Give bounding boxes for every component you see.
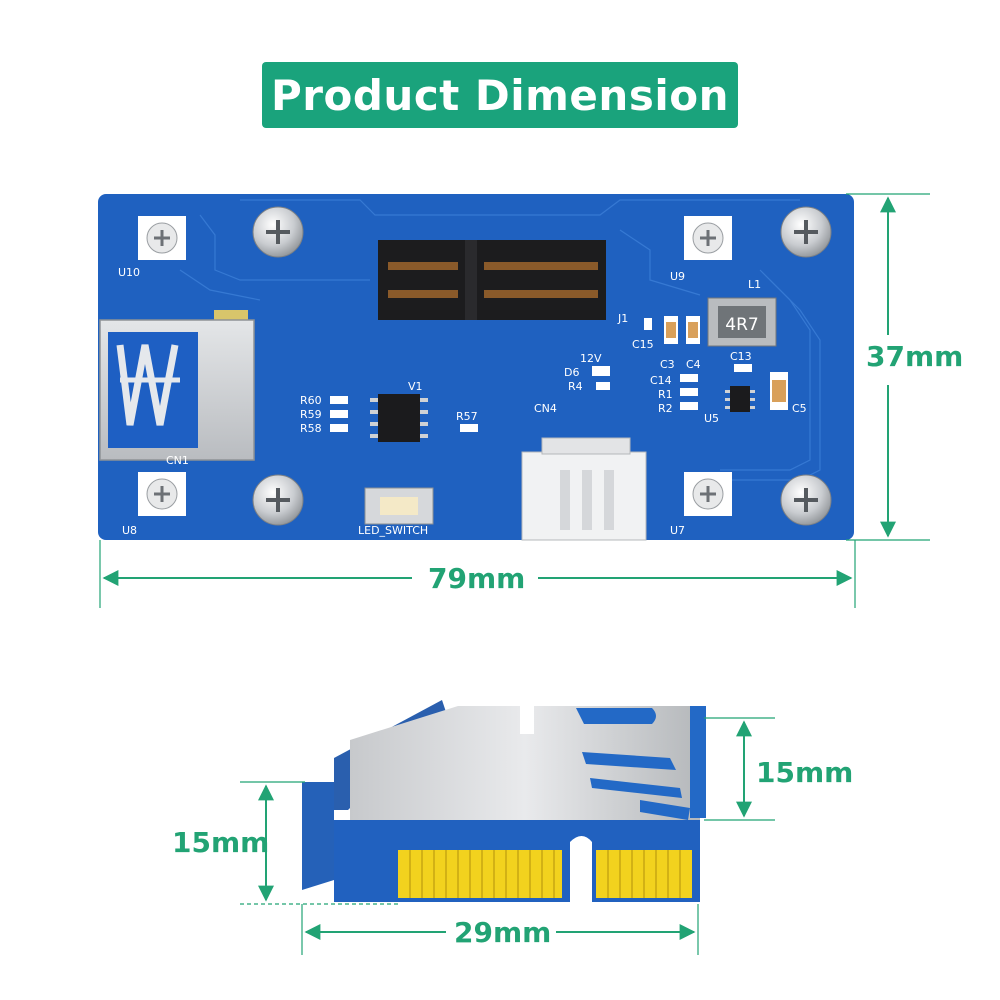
potentiometer-u7 [684,472,732,516]
banner-title: Product Dimension [271,70,729,120]
potentiometer-u10 [138,216,186,260]
label-r1: R1 [658,388,673,401]
dim-height-top: 37mm [866,340,964,373]
label-u9: U9 [670,270,685,283]
label-v1: V1 [408,380,423,393]
pcb-traces [179,199,821,481]
side-view-board [302,700,706,902]
top-view-board: 4R7 [98,194,854,541]
label-c14: C14 [650,374,672,387]
title-banner: Product Dimension [262,62,738,128]
dim-height-side-right: 15mm [756,756,854,789]
label-c13: C13 [730,350,752,363]
top-dimension-guides [99,193,930,608]
label-led-switch: LED_SWITCH [358,524,428,537]
label-12v: 12V [580,352,602,365]
label-l1: L1 [748,278,761,291]
label-c5: C5 [792,402,807,415]
led-switch [364,487,434,525]
gold-fingers [398,850,692,898]
label-r2: R2 [658,402,673,415]
side-dimension-guides [240,717,775,955]
label-u5: U5 [704,412,719,425]
capacitors [330,316,788,432]
ic-chip-v1 [370,394,428,442]
inductor-l1: 4R7 [707,297,777,347]
dim-width-top: 79mm [428,562,526,595]
label-c15: C15 [632,338,654,351]
gold-finger-dividers [409,850,681,898]
label-r60: R60 [300,394,322,407]
label-d6: D6 [564,366,579,379]
label-cn1: CN1 [166,454,189,467]
label-u8: U8 [122,524,137,537]
label-c4: C4 [686,358,701,371]
cn4-connector [521,437,647,541]
screw-bottom-left [252,474,304,526]
label-u10: U10 [118,266,140,279]
screw-top-left [252,206,304,258]
label-r57: R57 [456,410,478,423]
label-u7: U7 [670,524,685,537]
label-c3: C3 [660,358,675,371]
dim-width-side: 29mm [454,916,552,949]
potentiometer-u9 [684,216,732,260]
screw-top-right [780,206,832,258]
usb-port [99,310,255,461]
label-r58: R58 [300,422,322,435]
label-cn4: CN4 [534,402,557,415]
inductor-label: 4R7 [725,315,758,335]
pcie-slot [378,240,606,320]
potentiometer-u8 [138,472,186,516]
screw-bottom-right [780,474,832,526]
label-r59: R59 [300,408,322,421]
ic-chip-u5 [725,386,755,412]
label-j1: J1 [617,312,628,325]
dim-height-side-left: 15mm [172,826,270,859]
label-r4: R4 [568,380,583,393]
